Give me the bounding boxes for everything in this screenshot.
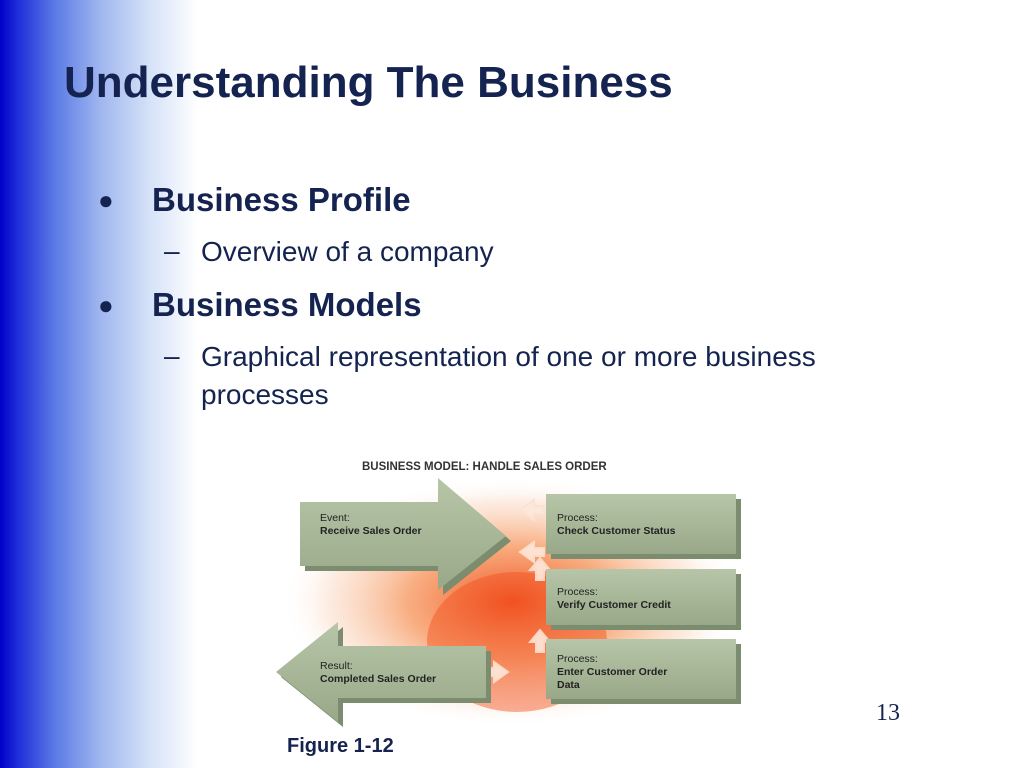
connector-arrows — [483, 498, 553, 684]
business-model-figure: BUSINESS MODEL: HANDLE SALES ORDER Event… — [272, 452, 750, 730]
bullet-dot-icon: ● — [98, 290, 114, 320]
dash-icon: – — [164, 340, 180, 371]
process-3-tag: Process: — [557, 653, 598, 665]
process-1-tag: Process: — [557, 512, 598, 524]
result-arrow: Result: Completed Sales Order — [276, 622, 491, 727]
result-tag: Result: — [320, 660, 353, 672]
process-2-tag: Process: — [557, 586, 598, 598]
process-2-name: Verify Customer Credit — [557, 599, 671, 611]
process-1-name: Check Customer Status — [557, 525, 676, 537]
bullet-label: Business Models — [152, 286, 422, 323]
business-model-diagram: BUSINESS MODEL: HANDLE SALES ORDER Event… — [276, 461, 742, 727]
bullet-dot-icon: ● — [98, 185, 114, 215]
event-tag: Event: — [320, 512, 350, 524]
process-box-2: Process: Verify Customer Credit — [546, 569, 741, 630]
process-3-name-line-2: Data — [557, 679, 580, 691]
sub-bullet-text: Overview of a company — [201, 236, 494, 267]
event-arrow: Event: Receive Sales Order — [300, 478, 511, 595]
blue-gradient-sidebar — [0, 0, 200, 768]
process-box-1: Process: Check Customer Status — [546, 494, 741, 559]
page-number: 13 — [876, 700, 900, 726]
figure-caption: Figure 1-12 — [287, 735, 394, 757]
event-name: Receive Sales Order — [320, 525, 422, 537]
result-name: Completed Sales Order — [320, 673, 436, 685]
process-box-3: Process: Enter Customer Order Data — [546, 639, 741, 704]
dash-icon: – — [164, 235, 180, 266]
figure-heading: BUSINESS MODEL: HANDLE SALES ORDER — [362, 461, 607, 473]
process-3-name-line-1: Enter Customer Order — [557, 666, 667, 678]
sub-bullet-text: Graphical representation of one or more … — [201, 341, 816, 410]
slide-title: Understanding The Business — [64, 58, 673, 107]
bullet-label: Business Profile — [152, 181, 411, 218]
